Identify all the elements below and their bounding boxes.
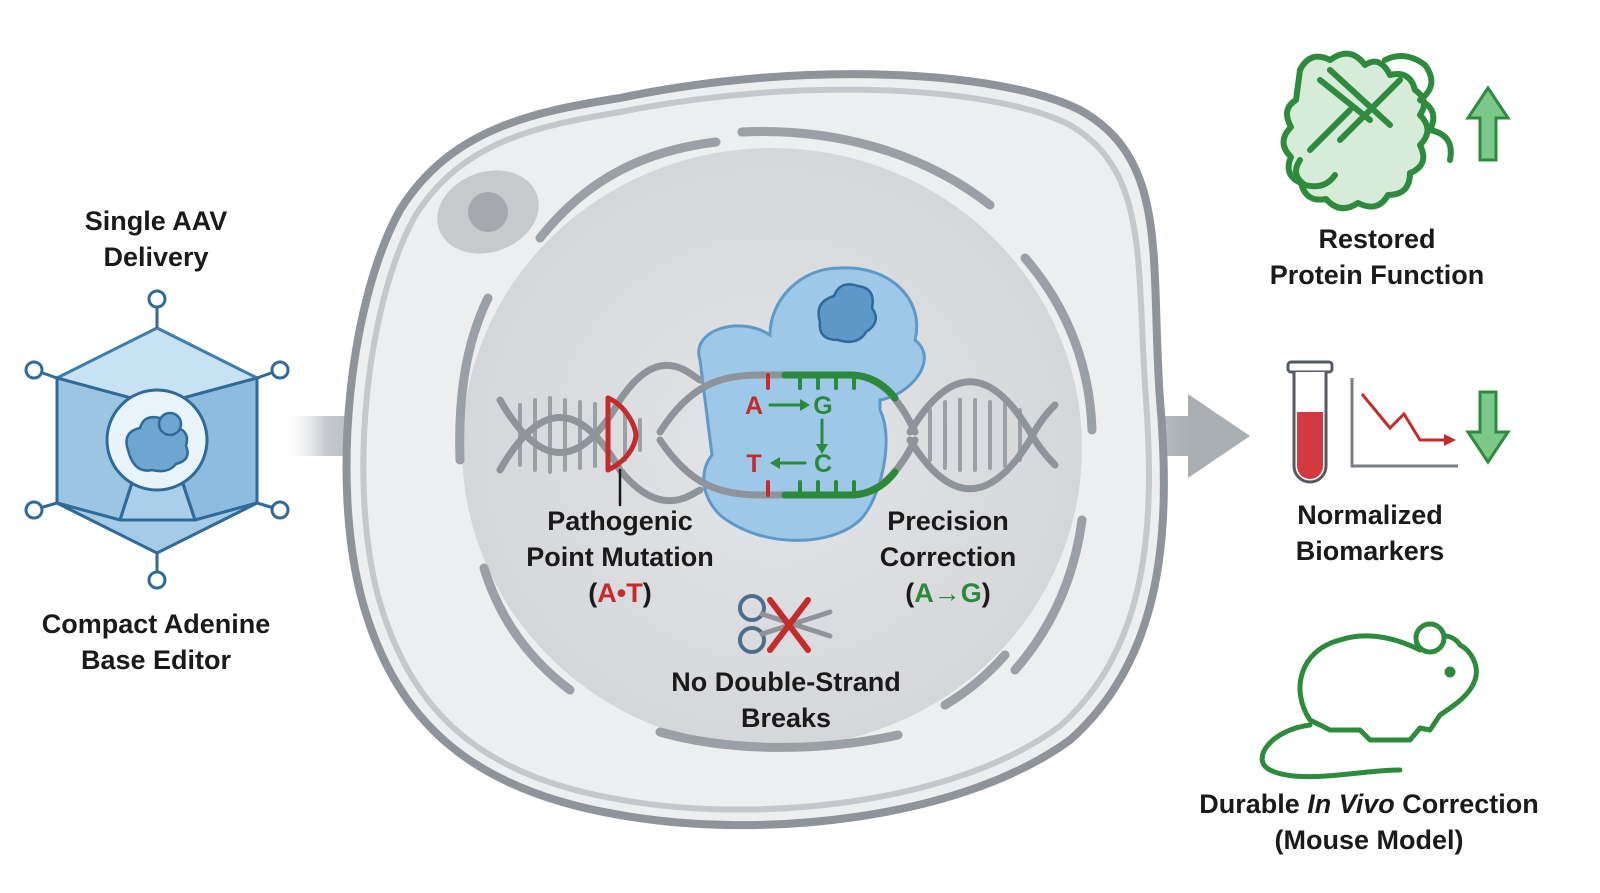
delivery-title-line1: Single AAV: [84, 206, 228, 236]
base-bottom-to: C: [813, 450, 833, 478]
down-arrow-icon: [1465, 390, 1511, 465]
delivery-title: Single AAV Delivery: [40, 203, 272, 275]
mouse-label: Durable In Vivo Correction (Mouse Model): [1172, 786, 1566, 858]
mutation-pair-open: (: [588, 578, 598, 608]
correction-open: (: [905, 578, 915, 608]
protein-structure-icon: [1280, 50, 1454, 212]
mutation-pair-line: (A•T): [498, 575, 742, 611]
mutation-pair-close: ): [642, 578, 652, 608]
base-editor-icon: [105, 388, 209, 492]
no-dsb-line2: Breaks: [740, 703, 832, 733]
base-top-from: A: [744, 392, 764, 420]
correction-change-line: (A→G): [848, 575, 1048, 611]
mouse-label-italic: In Vivo: [1307, 789, 1395, 819]
no-dsb-line1: No Double-Strand: [671, 667, 901, 697]
biomarker-label-line2: Biomarkers: [1295, 536, 1445, 566]
mouse-label-line1: Durable In Vivo Correction: [1172, 786, 1566, 822]
base-editor-icon: [697, 266, 926, 542]
dna-helix-icon: [496, 361, 1059, 507]
mouse-label-line2: (Mouse Model): [1274, 825, 1464, 855]
base-top-to: G: [813, 392, 833, 420]
crossed-scissors-icon: [738, 594, 833, 654]
correction-label: Precision Correction (A→G): [848, 503, 1048, 611]
editor-label-line2: Base Editor: [80, 645, 232, 675]
protein-label-line2: Protein Function: [1269, 260, 1485, 290]
mouse-label-post: Correction: [1394, 789, 1539, 819]
protein-label-line1: Restored: [1318, 224, 1436, 254]
mutation-label-line1: Pathogenic: [547, 506, 693, 536]
up-arrow-icon: [1465, 85, 1511, 162]
delivery-title-line2: Delivery: [103, 242, 209, 272]
correction-change: A→G: [914, 578, 982, 608]
correction-close: ): [981, 578, 991, 608]
mouse-label-pre: Durable: [1199, 789, 1308, 819]
base-bottom-from: T: [746, 450, 762, 478]
decreasing-graph-icon: [1350, 378, 1458, 468]
mutation-label: Pathogenic Point Mutation (A•T): [498, 503, 742, 611]
mutation-label-line2: Point Mutation: [526, 542, 714, 572]
correction-label-line2: Correction: [879, 542, 1017, 572]
editor-label: Compact Adenine Base Editor: [20, 606, 292, 678]
biomarker-label: Normalized Biomarkers: [1250, 497, 1490, 569]
protein-label: Restored Protein Function: [1240, 221, 1514, 293]
test-tube-icon: [1286, 360, 1334, 484]
editor-label-line1: Compact Adenine: [41, 609, 271, 639]
mutation-pair: A•T: [597, 578, 643, 608]
mouse-icon: [1259, 621, 1479, 780]
no-dsb-label: No Double-Strand Breaks: [646, 664, 926, 736]
biomarker-label-line1: Normalized: [1297, 500, 1443, 530]
correction-label-line1: Precision: [887, 506, 1009, 536]
